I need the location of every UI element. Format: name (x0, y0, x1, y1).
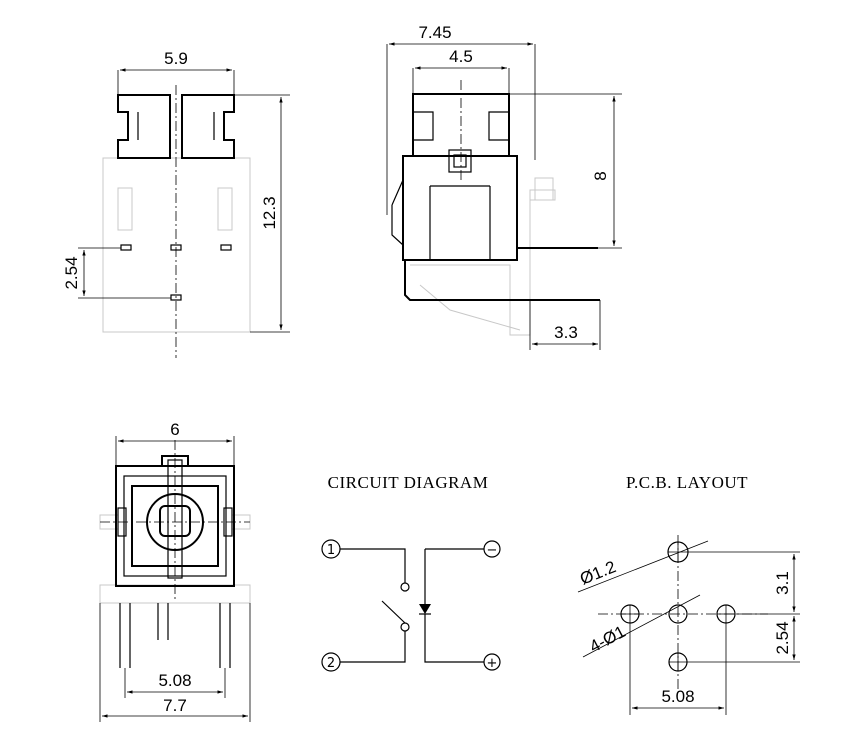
circuit-pin-2 (321, 652, 341, 672)
front-view: 5.9 12.3 2.54 (62, 49, 290, 358)
circuit-diagram: CIRCUIT DIAGRAM 1 2 − + (321, 473, 501, 672)
dim-bottom-pin-span: 5.08 (158, 671, 191, 690)
dim-front-height: 12.3 (260, 196, 279, 229)
pcb-small-holes-label: 4-Ø1 (586, 622, 628, 657)
front-ghost-slot-right (217, 187, 233, 231)
circuit-minus-label: − (487, 543, 498, 558)
bottom-cavity (131, 485, 219, 567)
circuit-plus-label: + (487, 656, 498, 671)
dim-bottom-width: 6 (170, 420, 179, 439)
pcb-layout: P.C.B. LAYOUT Ø1.2 4-Ø1 3.1 2.54 5.08 (577, 473, 800, 715)
side-view: 7.45 4.5 8 3.3 (386, 23, 622, 350)
circuit-terminal-plus (483, 653, 501, 671)
dim-bottom-overall: 7.7 (163, 696, 187, 715)
bottom-pin-center (157, 603, 169, 640)
circuit-switch-blade (381, 600, 406, 624)
side-ghost-body (410, 189, 556, 336)
dim-side-height: 8 (591, 171, 610, 180)
pcb-leader-large (577, 540, 709, 593)
circuit-terminal-minus (483, 540, 501, 558)
front-ghost-slot-left (117, 187, 133, 231)
side-led-window (448, 149, 472, 173)
pcb-hole-center (668, 604, 688, 624)
circuit-pin-1-label: 1 (327, 543, 335, 558)
pcb-title: P.C.B. LAYOUT (626, 473, 748, 492)
front-pin-bottom (170, 294, 182, 301)
bottom-view: 6 5.08 7.7 (99, 420, 251, 722)
circuit-diode (419, 604, 431, 614)
dim-side-lead: 3.3 (554, 323, 578, 342)
side-ghost-plunger (534, 177, 554, 201)
dim-side-top-width: 4.5 (449, 47, 473, 66)
side-lead-lower (404, 260, 600, 301)
circuit-pin-2-label: 2 (327, 656, 335, 671)
circuit-title: CIRCUIT DIAGRAM (328, 473, 489, 492)
front-pin-right (220, 244, 232, 251)
side-body (402, 155, 518, 261)
pcb-pitch-horizontal: 5.08 (661, 687, 694, 706)
dim-side-depth: 7.45 (418, 23, 451, 42)
circuit-contact-top (400, 582, 410, 592)
dim-front-width: 5.9 (164, 49, 188, 68)
circuit-wire-2 (340, 631, 406, 663)
circuit-wire-1 (340, 548, 406, 583)
front-cap-left (117, 94, 171, 159)
pcb-row-offset: 3.1 (773, 571, 792, 595)
front-cap-right (181, 94, 235, 159)
bottom-pin-right (219, 603, 231, 668)
circuit-contact-bottom (400, 622, 410, 632)
side-ghost-diagonal (419, 284, 521, 331)
front-pin-left (120, 244, 132, 251)
pcb-pitch-vertical: 2.54 (773, 621, 792, 654)
bottom-pin-left (119, 603, 131, 668)
pcb-leader-small (582, 594, 701, 658)
dim-front-pitch: 2.54 (62, 256, 81, 289)
